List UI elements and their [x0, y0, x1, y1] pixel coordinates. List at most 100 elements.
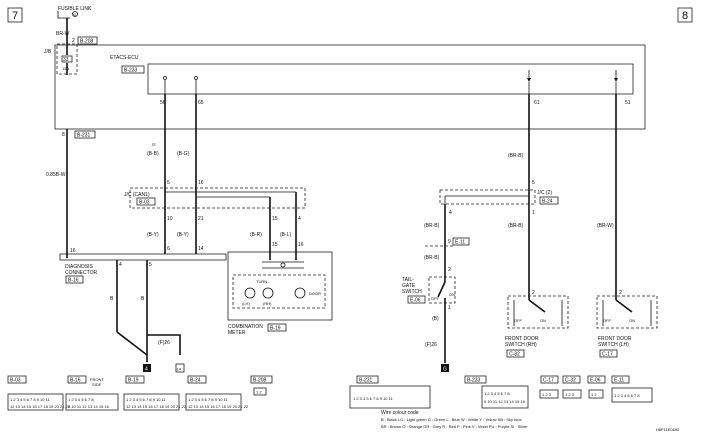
- diag-conn: B-16: [68, 278, 79, 284]
- conn-b233-row1: 1 2 3 4 5 6 7 8: [484, 391, 510, 396]
- svg-text:☋: ☋: [152, 142, 156, 147]
- fl-wire-label: BR-W: [56, 31, 70, 37]
- wire-br-w: (BR-W): [597, 223, 614, 229]
- tailgate-switch-box[interactable]: [428, 276, 456, 304]
- tail-conn: E-06: [410, 298, 421, 304]
- jc-can-box: [129, 187, 306, 209]
- diag-title1: DIAGNOSIS: [65, 264, 93, 270]
- tail-on: ON: [449, 292, 455, 297]
- combination-meter-box: [227, 251, 333, 321]
- sig-a2: (B-G): [177, 151, 190, 157]
- pin-61: 61: [534, 100, 540, 106]
- conn-b03-row2: 12 13 14 15 16 17 18 19 20 21 22: [10, 404, 71, 409]
- conn-b16-sub2: SIDE: [92, 382, 102, 387]
- fusible-no: 6: [74, 12, 77, 17]
- wire-b1: B: [110, 296, 114, 302]
- fl-pin: 2: [72, 38, 75, 44]
- rc-pin-2b: 2: [532, 290, 535, 296]
- f26-label: (F)26: [158, 340, 170, 346]
- fdl-conn: C-17: [602, 352, 613, 358]
- jc2-conn: B-24: [542, 199, 553, 205]
- jc2-label: J/C (2): [537, 190, 552, 196]
- conn-b16-label: B-16: [70, 378, 81, 384]
- turn-rh-lamp-icon: [262, 287, 274, 299]
- ground-14-box: [175, 363, 185, 373]
- wire-br-b1: (BR-B): [508, 153, 524, 159]
- etacs-name: ETACS-ECU: [110, 55, 139, 61]
- door-lamp-icon: [294, 287, 306, 299]
- conn-b19-label: B-19: [128, 378, 139, 384]
- meter-lh: (LH): [242, 301, 250, 306]
- etacs-inner-box: [147, 63, 634, 95]
- conn-b233-label: B-233: [467, 378, 481, 384]
- pin-15: 15: [272, 216, 278, 222]
- tail-2: GATE: [402, 283, 416, 289]
- ground-14: 14: [177, 367, 182, 372]
- diag-pin4: 4: [119, 262, 122, 268]
- diag-title2: CONNECTOR: [65, 270, 98, 276]
- f26b: (F)26: [425, 342, 437, 348]
- rc-pin-2a: 2: [448, 267, 451, 273]
- sig-c1: (B-R): [250, 232, 262, 238]
- tail-1: TAIL-: [402, 277, 414, 283]
- rc-pin-4: 4: [449, 210, 452, 216]
- conn-b24-row2: 12 13 14 15 16 17 18 19 20 21 22: [188, 404, 249, 409]
- pin-6: 6: [167, 246, 170, 252]
- etacs-outer-box: [54, 44, 646, 130]
- fdr-off: OFF: [514, 318, 523, 323]
- front-door-switch-lh-box[interactable]: [596, 295, 658, 329]
- turn-lh-lamp-icon: [244, 287, 256, 299]
- fdr-conn: C-32: [509, 352, 520, 358]
- fdl-off: OFF: [603, 318, 612, 323]
- wire-br-b3: (BR-B): [424, 223, 440, 229]
- jc-can-conn: B-03: [139, 200, 150, 206]
- ground-4: 4: [145, 367, 148, 373]
- conn-b233-row2: 9 10 11 12 13 14 15 16: [484, 399, 526, 404]
- wire-main-label: 0.85B-W: [46, 172, 66, 178]
- pin-14: 14: [198, 246, 204, 252]
- conn-c32-pins: 1 2 3: [565, 392, 575, 397]
- rc-pin-1: 1: [532, 210, 535, 216]
- connector-faces: B-03 1 2 3 4 5 6 7 8 9 10 11 12 13 14 15…: [7, 375, 653, 411]
- pin-16a: 16: [198, 180, 204, 186]
- conn-b231-label: B-231: [359, 378, 373, 384]
- legend-line2: BR : Brown O : Orange GR : Grey R : Red …: [381, 424, 528, 429]
- conn-b24-row1: 1 2 3 4 5 6 7 8 9 10 11: [188, 397, 229, 402]
- conn-b231-row: 1 2 3 4 5 6 7 8 9 10 11: [353, 396, 394, 401]
- conn-b208-label: B-208: [253, 378, 267, 384]
- conn-e11: E-11: [455, 240, 465, 246]
- door-switch-rh-icon: [528, 299, 546, 313]
- pin-8: 8: [62, 132, 65, 138]
- pin-51: 51: [625, 100, 631, 106]
- diag-pin5: 5: [149, 262, 152, 268]
- diag-pin16: 16: [70, 248, 76, 254]
- pin-21: 21: [198, 216, 204, 222]
- etacs-conn-231: B-231: [77, 133, 91, 139]
- wire-br-b2: (BR-B): [508, 223, 524, 229]
- tail-3: SWITCH: [402, 289, 422, 295]
- meter-door: DOOR: [309, 291, 321, 296]
- drawing-code: H8F11E0690: [656, 427, 680, 432]
- pin-65: 65: [198, 100, 204, 106]
- page-right-number: 8: [682, 10, 688, 22]
- tailgate-switch-icon: [437, 281, 446, 298]
- conn-b03-row1: 1 2 3 4 5 6 7 8 9 10 11: [10, 397, 51, 402]
- fdl-title1: FRONT DOOR: [598, 336, 632, 342]
- diag-connector-box: [59, 253, 227, 261]
- sig-b1: (B-Y): [147, 232, 159, 238]
- front-door-switch-rh-box[interactable]: [507, 295, 569, 329]
- pin-4a: 4: [298, 216, 301, 222]
- legend-line1: B : Black LG : Light green G : Green L :…: [381, 417, 522, 422]
- conn-b19-row2: 12 13 14 15 16 17 18 19 20 21 22: [126, 404, 187, 409]
- conn-b16-row2: 9 10 11 12 13 14 15 16: [68, 404, 110, 409]
- fusible-link-label: FUSIBLE LINK: [58, 6, 92, 12]
- meter-rh: (RH): [263, 301, 272, 306]
- pin-5a: 5: [167, 180, 170, 186]
- fdr-title1: FRONT DOOR: [505, 336, 539, 342]
- fl-conn: B-208: [80, 39, 94, 45]
- fuse-amp: 15A: [62, 66, 69, 71]
- rc-pin-9: 9: [448, 239, 451, 245]
- wire-br-b4: (BR-B): [424, 255, 440, 261]
- jb-label: J/B: [44, 49, 52, 55]
